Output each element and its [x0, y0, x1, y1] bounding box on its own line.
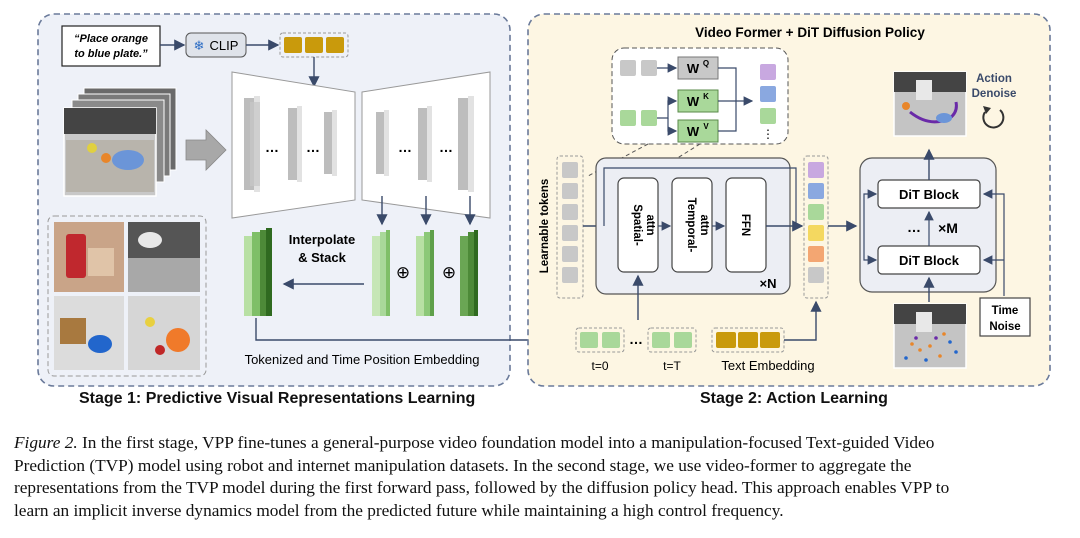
arrow-right-icon [185, 129, 227, 171]
caption-line4: learn an implicit inverse dynamics model… [14, 500, 784, 520]
tokenized-label: Tokenized and Time Position Embedding [245, 352, 480, 367]
dit-block-top-label: DiT Block [899, 187, 960, 202]
query-token [760, 108, 776, 124]
text-embedding-label: Text Embedding [721, 358, 814, 373]
learnable-tokens-label: Learnable tokens [539, 179, 551, 274]
spatial-attn-line2: attn [644, 214, 656, 235]
caption-label: Figure 2. [14, 433, 78, 452]
unet-dots: … [398, 139, 412, 155]
time-noise-box [979, 297, 1031, 337]
caption-line3: representations from the TVP model durin… [14, 478, 950, 497]
clip-label: CLIP [210, 38, 239, 53]
snowflake-icon: ❄ [194, 38, 205, 53]
t0-label: t=0 [591, 359, 608, 373]
spatial-attn-box [617, 177, 659, 273]
prompt-box [61, 25, 161, 67]
prompt-line2: to blue plate.” [74, 48, 148, 60]
wk-label: W [687, 94, 700, 109]
wv-sup: V [703, 122, 709, 131]
plus-symbol: ⊕ [442, 263, 456, 282]
dit-block-bottom-label: DiT Block [899, 253, 960, 268]
text-token [305, 37, 323, 53]
unet-dots: … [265, 139, 279, 155]
text-token [326, 37, 344, 53]
time-noise-line2: Noise [989, 321, 1020, 333]
token-dots: ⋮ [762, 127, 774, 141]
feature-slab-mid [416, 230, 434, 316]
temporal-attn-line2: attn [698, 214, 710, 235]
text-embedding-token [760, 332, 780, 348]
time-dots: … [629, 331, 643, 347]
input-video-frames [63, 87, 177, 197]
dit-dots: … [907, 219, 921, 235]
times-n-label: ×N [760, 276, 777, 291]
wq-label: W [687, 61, 700, 76]
learnable-token-column [562, 162, 578, 283]
output-token-column [808, 162, 824, 283]
temporal-attn-line1: Temporal- [685, 198, 697, 253]
text-embedding-token [738, 332, 758, 348]
noisy-action-image [893, 303, 967, 369]
stage1-title: Stage 1: Predictive Visual Representatio… [79, 390, 476, 407]
wk-sup: K [703, 92, 709, 101]
examples-panel [47, 215, 207, 377]
temporal-attn-box [671, 177, 713, 273]
unet-dots: … [306, 139, 320, 155]
prompt-line1: “Place orange [74, 33, 148, 45]
unet-dots: … [439, 139, 453, 155]
interpolate-label-line1: Interpolate [289, 232, 355, 247]
video-token [652, 332, 670, 348]
stage2-title: Stage 2: Action Learning [700, 390, 888, 407]
video-diffusion-unet: … … … … [231, 71, 491, 219]
caption-line2: Prediction (TVP) model using robot and i… [14, 455, 912, 475]
interpolate-label-line2: & Stack [298, 250, 346, 265]
feature-slab-dark [460, 230, 478, 316]
feature-slab-light [372, 230, 390, 316]
text-token [284, 37, 302, 53]
query-token [760, 64, 776, 80]
action-denoise-line1: Action [976, 73, 1012, 85]
time-noise-line1: Time [992, 305, 1019, 317]
wq-sup: Q [703, 59, 709, 68]
wv-label: W [687, 124, 700, 139]
times-m-label: ×M [938, 220, 958, 236]
video-token [674, 332, 692, 348]
plus-symbol: ⊕ [396, 263, 410, 282]
figure-caption: Figure 2. In the first stage, VPP fine-t… [14, 432, 1068, 522]
stage2-header: Video Former + DiT Diffusion Policy [695, 25, 925, 40]
caption-line1: In the first stage, VPP fine-tunes a gen… [77, 433, 935, 452]
ffn-label: FFN [739, 214, 751, 236]
query-token [760, 86, 776, 102]
stacked-feature [244, 228, 272, 316]
text-embedding-token [716, 332, 736, 348]
action-denoise-line2: Denoise [972, 88, 1017, 100]
video-token [602, 332, 620, 348]
ffn-box [725, 177, 767, 273]
refresh-icon [982, 109, 1005, 129]
video-token [580, 332, 598, 348]
example-images [54, 222, 200, 370]
action-output-image [893, 71, 967, 137]
spatial-attn-line1: Spatial- [631, 204, 643, 246]
tT-label: t=T [663, 359, 681, 373]
figure-diagram: “Place orange to blue plate.” ❄ CLIP … … [37, 13, 1051, 387]
